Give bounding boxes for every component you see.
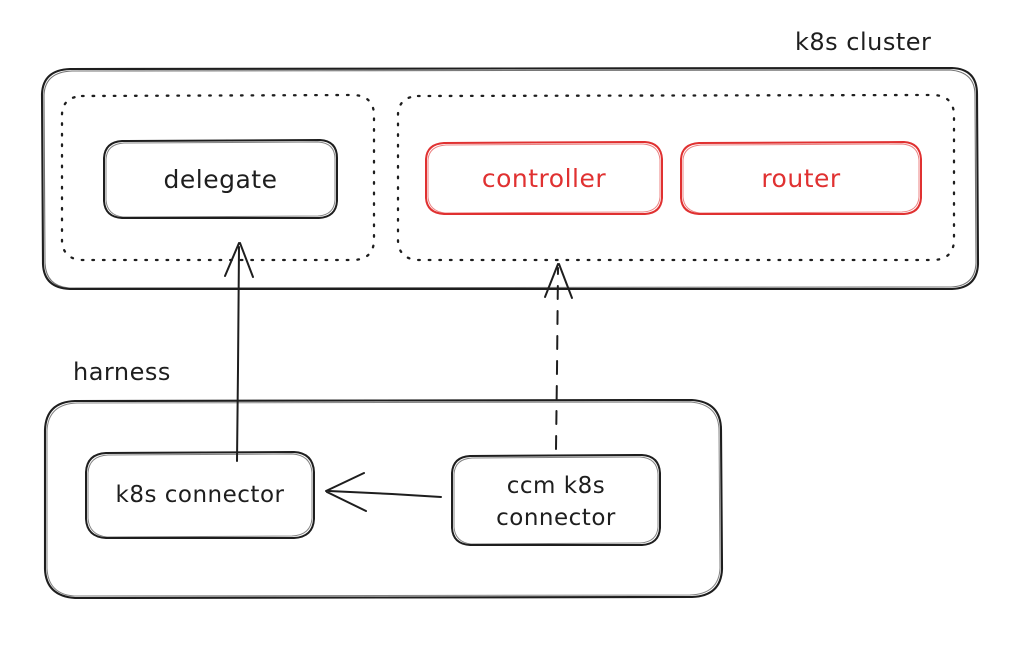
ccm-k8s-connector-box-border (451, 454, 661, 546)
edge-ccm-connector-to-k8s-connector[interactable] (325, 472, 442, 512)
group-k8s-cluster[interactable] (40, 66, 980, 291)
node-label-delegate: delegate (163, 165, 278, 194)
node-label-ccm-k8s-connector: ccm k8s connector (452, 470, 660, 534)
node-router[interactable] (680, 141, 922, 215)
k8s-cluster-border-sketch (43, 69, 977, 289)
k8s-connector-box-sketch (87, 453, 313, 538)
delegate-box-sketch (105, 141, 336, 218)
node-label-k8s-connector: k8s connector (115, 482, 285, 508)
router-box-border (680, 141, 922, 215)
node-k8s-connector[interactable] (85, 451, 315, 539)
ccm-k8s-connector-box-sketch (453, 456, 659, 545)
node-label-ccm-k8s-connector-line2: connector (496, 505, 616, 531)
node-controller[interactable] (425, 141, 663, 215)
edge-k8s-connector-to-delegate[interactable] (224, 242, 254, 462)
edge-line (236, 246, 240, 462)
node-label-router: router (761, 164, 841, 193)
edge-line (328, 490, 442, 498)
node-delegate[interactable] (103, 139, 338, 219)
label-harness: harness (73, 358, 171, 386)
edge-line (555, 267, 559, 450)
edge-arrowhead (224, 242, 254, 278)
edge-ccm-connector-to-controller[interactable] (544, 263, 573, 450)
edge-arrowhead (544, 263, 573, 299)
harness-border-sketch (46, 401, 721, 597)
node-ccm-k8s-connector[interactable] (451, 454, 661, 546)
controller-box-border (425, 141, 663, 215)
node-label-ccm-k8s-connector-line1: ccm k8s (506, 473, 606, 499)
edge-arrowhead (325, 472, 367, 512)
k8s-cluster-border (40, 66, 980, 291)
router-box-sketch (682, 143, 920, 214)
delegate-box-border (103, 139, 338, 219)
label-k8s-cluster: k8s cluster (795, 28, 932, 56)
harness-border (43, 398, 724, 600)
group-harness[interactable] (43, 398, 724, 600)
node-label-controller: controller (481, 164, 607, 193)
controller-box-sketch (427, 143, 661, 214)
k8s-connector-box-border (85, 451, 315, 539)
